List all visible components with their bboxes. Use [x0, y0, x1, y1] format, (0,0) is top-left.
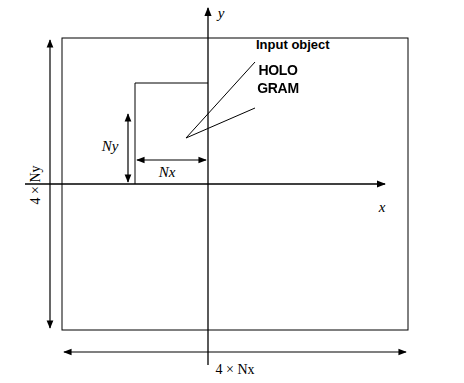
leader-line — [186, 62, 255, 138]
axis-label: 4 × Ny — [29, 165, 43, 204]
object-left-edge — [135, 83, 136, 184]
x-axis — [25, 183, 385, 184]
axis-label: 4 × Nx — [215, 363, 254, 377]
axis-label: x — [379, 200, 386, 215]
object-text: HOLO GRAM — [256, 62, 300, 97]
height-arrow — [49, 40, 50, 328]
nx-arrow — [137, 159, 206, 160]
input-object: Input objectHOLO GRAM — [256, 62, 300, 101]
width-arrow — [64, 351, 406, 352]
axis-label: Nx — [159, 165, 176, 180]
object-top-edge — [135, 83, 208, 84]
axis-label: Ny — [102, 139, 119, 154]
leader-line — [186, 108, 255, 138]
ny-arrow — [127, 114, 128, 182]
y-axis — [207, 8, 208, 365]
axis-label: y — [218, 6, 225, 21]
object-caption: Input object — [256, 37, 330, 52]
